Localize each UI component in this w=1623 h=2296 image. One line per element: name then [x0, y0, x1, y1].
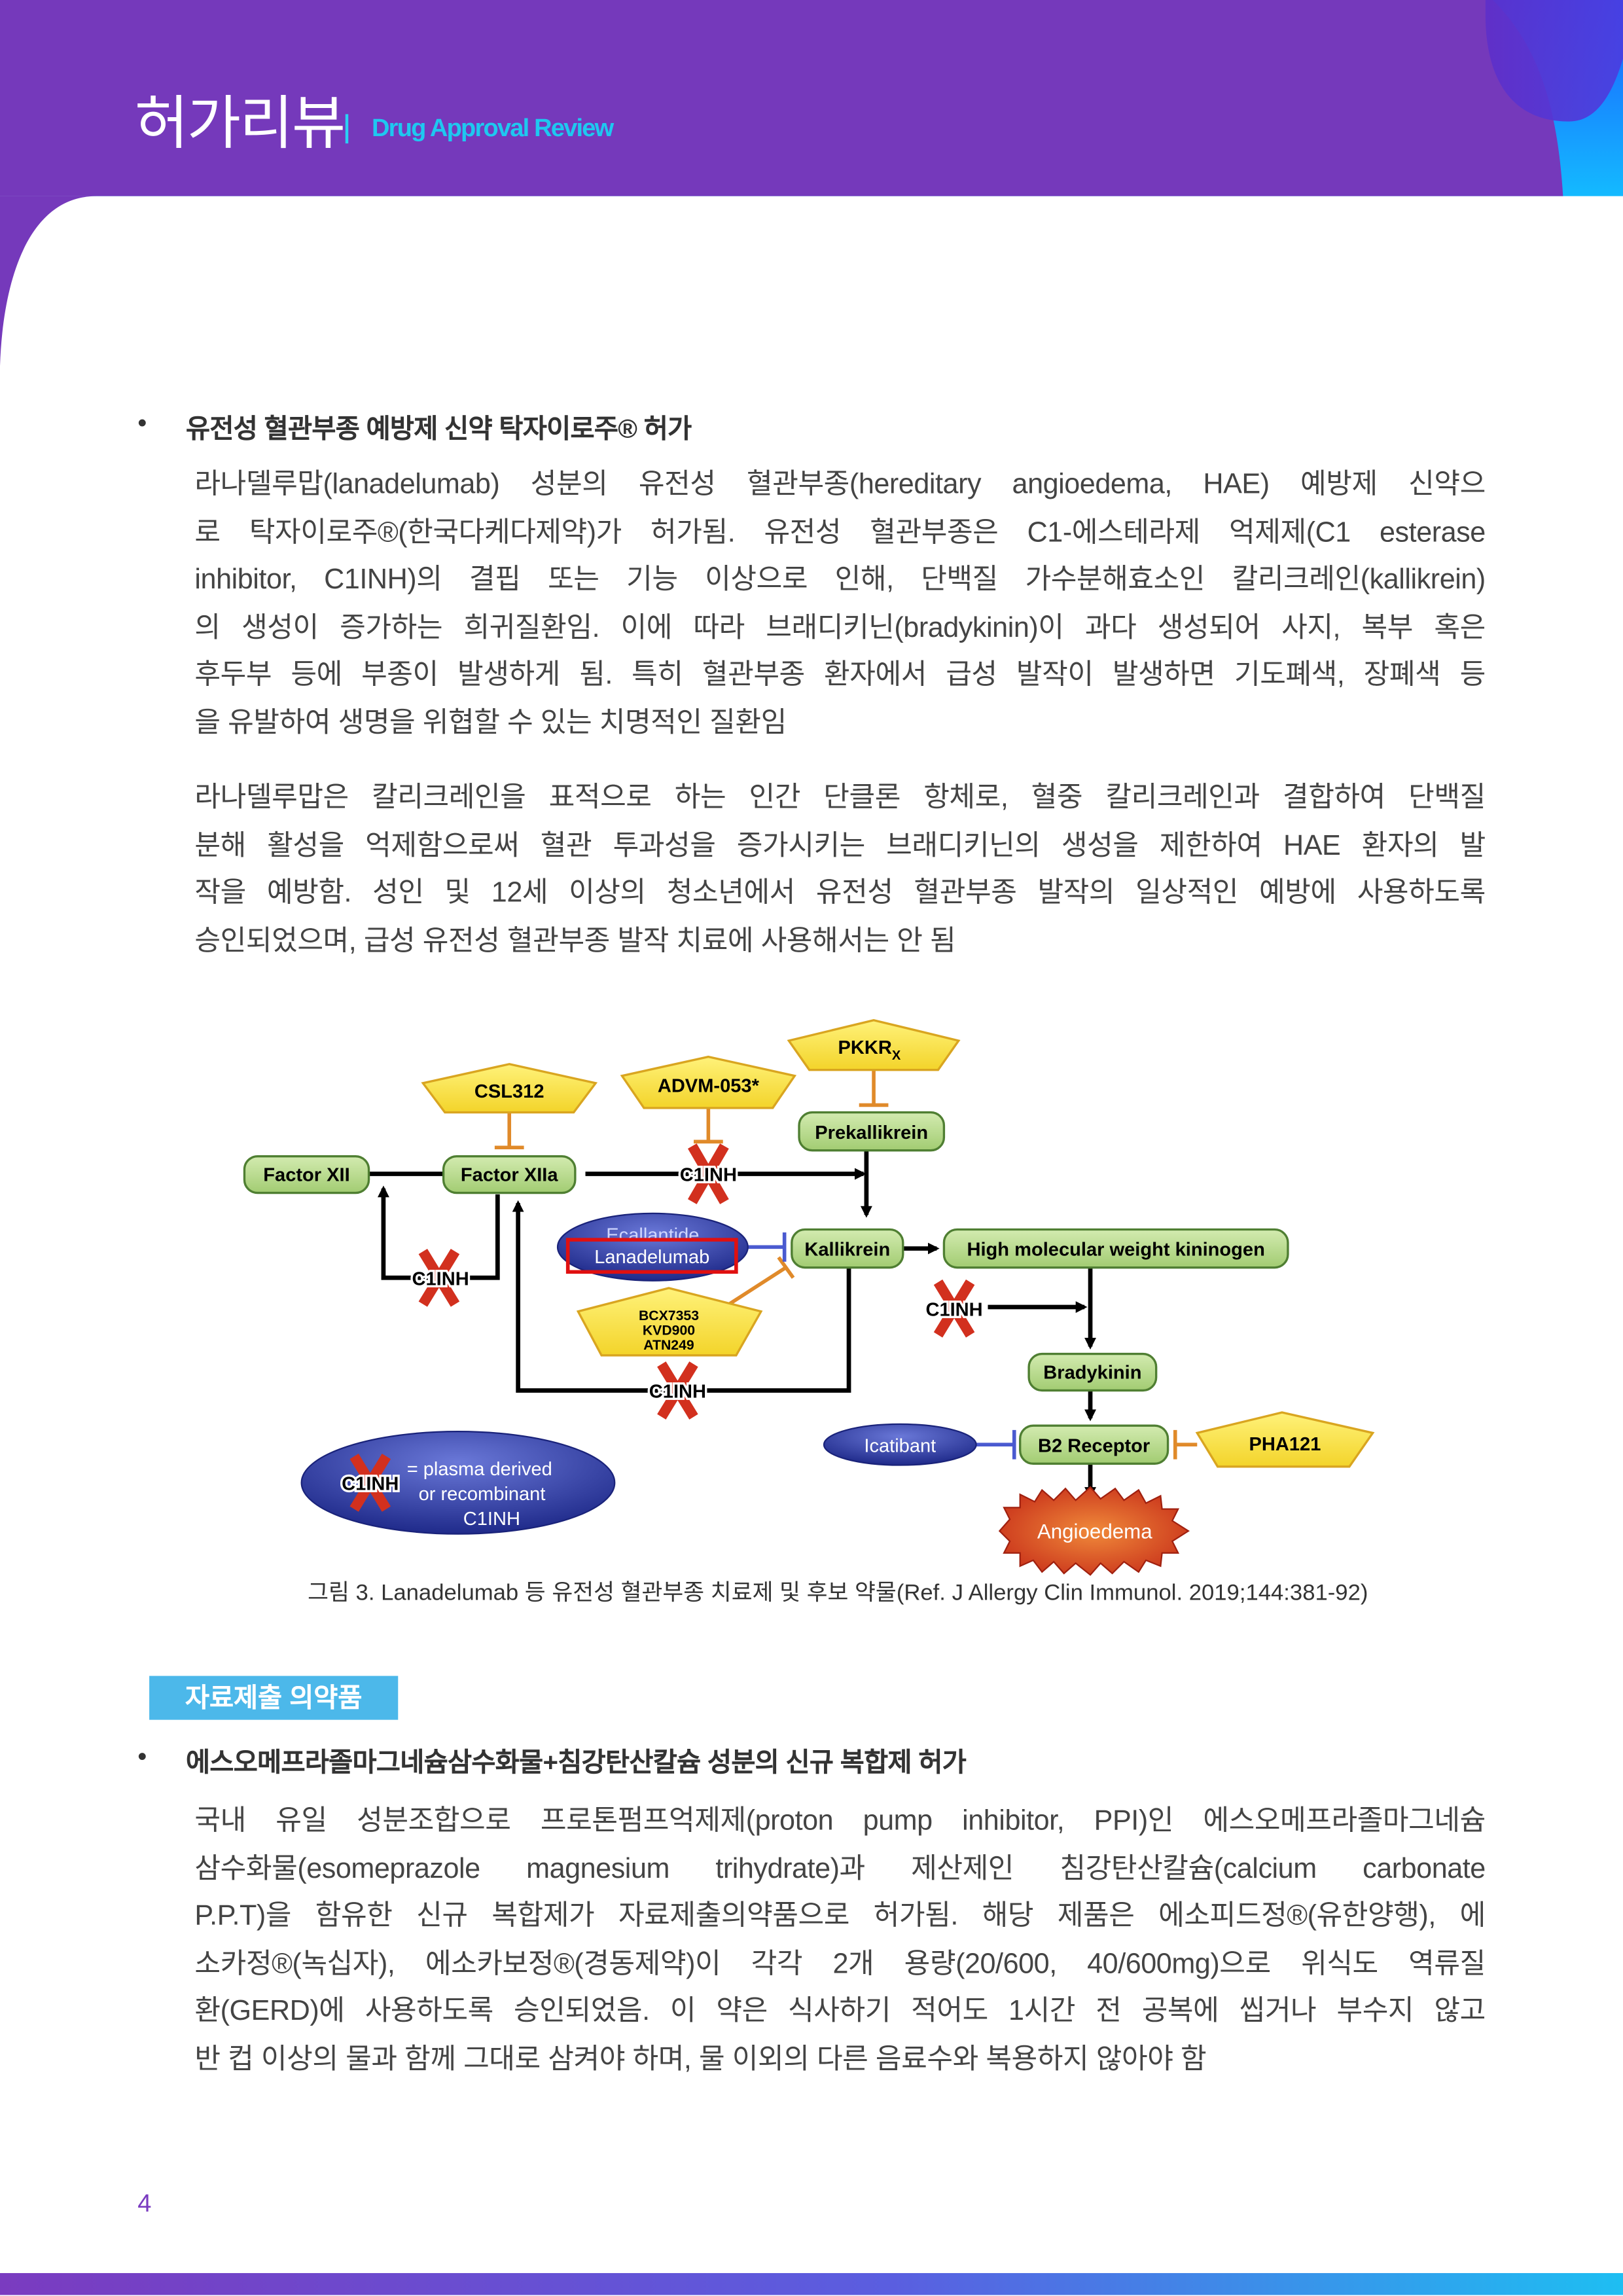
decorative-blob: [1485, 0, 1623, 122]
c1inh-mark: C1INH: [410, 1248, 471, 1307]
category-tag: 자료제출 의약품: [149, 1676, 399, 1720]
svg-text:Angioedema: Angioedema: [1037, 1520, 1152, 1543]
text-line: 분해 활성을 억제함으로써 혈관 투과성을 증가시키는 브래디키닌의 생성을 제…: [194, 831, 1486, 862]
svg-text:C1INH: C1INH: [680, 1165, 737, 1186]
svg-text:C1INH: C1INH: [649, 1382, 706, 1403]
text-line: 소카정®(녹십자), 에소카보정®(경동제약)이 각각 2개 용량(20/600…: [194, 1948, 1486, 1980]
svg-text:PKKRX: PKKRX: [838, 1037, 901, 1063]
drug-ecallantide-lanadelumab: Ecallantide Lanadelumab: [556, 1212, 749, 1282]
text-line: 후두부 등에 부종이 발생하게 됨. 특히 혈관부종 환자에서 급성 발작이 발…: [194, 660, 1486, 691]
svg-text:C1INH: C1INH: [925, 1299, 982, 1320]
footer-gradient-bar: [0, 2272, 1623, 2295]
svg-text:B2 Receptor: B2 Receptor: [1038, 1435, 1150, 1456]
c1inh-mark: C1INH: [923, 1279, 985, 1338]
text-line: inhibitor, C1INH)의 결핍 또는 기능 이상으로 인해, 단백질…: [194, 565, 1486, 596]
highlight-box: [565, 1238, 738, 1274]
node-factor-xiia: Factor XIIa: [442, 1155, 577, 1194]
svg-text:CSL312: CSL312: [474, 1081, 544, 1102]
svg-text:Lanadelumab: Lanadelumab: [594, 1247, 709, 1268]
node-kallikrein: Kallikrein: [791, 1228, 904, 1269]
svg-text:Bradykinin: Bradykinin: [1043, 1363, 1141, 1384]
node-hmwk: High molecular weight kininogen: [942, 1228, 1289, 1269]
drug-csl312: CSL312: [421, 1063, 598, 1114]
svg-text:C1INH: C1INH: [342, 1474, 399, 1495]
drug-pha121: PHA121: [1195, 1411, 1375, 1468]
svg-text:High molecular weight kininoge: High molecular weight kininogen: [967, 1240, 1264, 1261]
svg-text:Icatibant: Icatibant: [864, 1435, 936, 1456]
section1-paragraph-1: 라나델루맙(lanadelumab) 성분의 유전성 혈관부종(heredita…: [194, 463, 1486, 748]
svg-text:ATN249: ATN249: [643, 1337, 694, 1353]
svg-text:KVD900: KVD900: [643, 1323, 695, 1338]
title-divider: [345, 114, 349, 144]
text-line: 의 생성이 증가하는 희귀질환임. 이에 따라 브래디키닌(bradykinin…: [194, 612, 1486, 643]
svg-text:C1INH: C1INH: [412, 1268, 469, 1289]
svg-text:ADVM-053*: ADVM-053*: [658, 1075, 760, 1096]
page-number: 4: [137, 2189, 152, 2217]
bullet-icon: •: [137, 1742, 147, 1771]
figure-caption: 그림 3. Lanadelumab 등 유전성 혈관부종 치료제 및 후보 약물…: [308, 1581, 1368, 1606]
diagram-legend: C1INH = plasma derived or recombinant C1…: [300, 1430, 616, 1535]
text-line: P.P.T)을 함유한 신규 복합제가 자료제출의약품으로 허가됨. 해당 제품…: [194, 1901, 1486, 1932]
svg-text:Factor XII: Factor XII: [263, 1165, 349, 1186]
svg-text:BCX7353: BCX7353: [639, 1308, 699, 1323]
section2-heading: 에스오메프라졸마그네슘삼수화물+침강탄산칼슘 성분의 신규 복합제 허가: [186, 1748, 967, 1777]
svg-text:or recombinant: or recombinant: [419, 1484, 546, 1505]
text-line: 삼수화물(esomeprazole magnesium trihydrate)과…: [194, 1854, 1486, 1885]
section-subtitle: Drug Approval Review: [372, 114, 614, 142]
section2-paragraph-1: 국내 유일 성분조합으로 프로톤펌프억제제(proton pump inhibi…: [194, 1799, 1486, 2084]
c1inh-mark: C1INH: [677, 1143, 739, 1204]
drug-icatibant: Icatibant: [823, 1423, 977, 1466]
node-b2-receptor: B2 Receptor: [1019, 1424, 1169, 1465]
svg-text:Kallikrein: Kallikrein: [804, 1240, 890, 1261]
svg-text:= plasma derived: = plasma derived: [407, 1459, 552, 1480]
section1-heading: 유전성 혈관부종 예방제 신약 탁자이로주® 허가: [186, 414, 692, 444]
svg-text:Ecallantide: Ecallantide: [606, 1225, 699, 1246]
svg-text:Prekallikrein: Prekallikrein: [815, 1122, 928, 1143]
arrow-feedback-to-factor-xii: [377, 1185, 500, 1280]
section1-paragraph-2: 라나델루맙은 칼리크레인을 표적으로 하는 인간 단클론 항체로, 혈중 칼리크…: [194, 776, 1486, 966]
text-line: 환(GERD)에 사용하도록 승인되었음. 이 약은 식사하기 적어도 1시간 …: [194, 1996, 1486, 2028]
drug-pkkrx: PKKRX: [787, 1018, 961, 1071]
text-line: 승인되었으며, 급성 유전성 혈관부종 발작 치료에 사용해서는 안 됨: [194, 925, 956, 957]
outcome-angioedema: Angioedema: [998, 1486, 1190, 1576]
node-prekallikrein: Prekallikrein: [798, 1111, 946, 1152]
svg-text:C1INH: C1INH: [463, 1509, 520, 1530]
bullet-icon: •: [137, 408, 147, 438]
text-line: 라나델루맙(lanadelumab) 성분의 유전성 혈관부종(heredita…: [194, 469, 1486, 501]
text-line: 라나델루맙은 칼리크레인을 표적으로 하는 인간 단클론 항체로, 혈중 칼리크…: [194, 783, 1486, 814]
node-factor-xii: Factor XII: [243, 1155, 370, 1194]
c1inh-mark: C1INH: [647, 1361, 708, 1420]
header-background: [0, 0, 1623, 367]
inhibition-lines-blue: [746, 1232, 1016, 1460]
svg-text:Factor XIIa: Factor XIIa: [461, 1165, 558, 1186]
drug-advm053: ADVM-053*: [620, 1055, 797, 1109]
text-line: 로 탁자이로주®(한국다케다제약)가 허가됨. 유전성 혈관부종은 C1-에스테…: [194, 517, 1486, 548]
node-bradykinin: Bradykinin: [1027, 1352, 1158, 1392]
text-line: 국내 유일 성분조합으로 프로톤펌프억제제(proton pump inhibi…: [194, 1806, 1486, 1837]
svg-text:PHA121: PHA121: [1249, 1434, 1321, 1455]
drug-bcx7353-kvd900-atn249: BCX7353 KVD900 ATN249: [576, 1287, 763, 1357]
pathway-diagram: Factor XII Factor XIIa Prekallikrein Kal…: [243, 1018, 1375, 1576]
section-title: 허가리뷰: [134, 92, 346, 157]
text-line: 반 컵 이상의 물과 함께 그대로 삼켜야 하며, 물 이외의 다른 음료수와 …: [194, 2043, 1207, 2075]
text-line: 을 유발하여 생명을 위협할 수 있는 치명적인 질환임: [194, 708, 787, 739]
text-line: 작을 예방함. 성인 및 12세 이상의 청소년에서 유전성 혈관부종 발작의 …: [194, 878, 1486, 909]
